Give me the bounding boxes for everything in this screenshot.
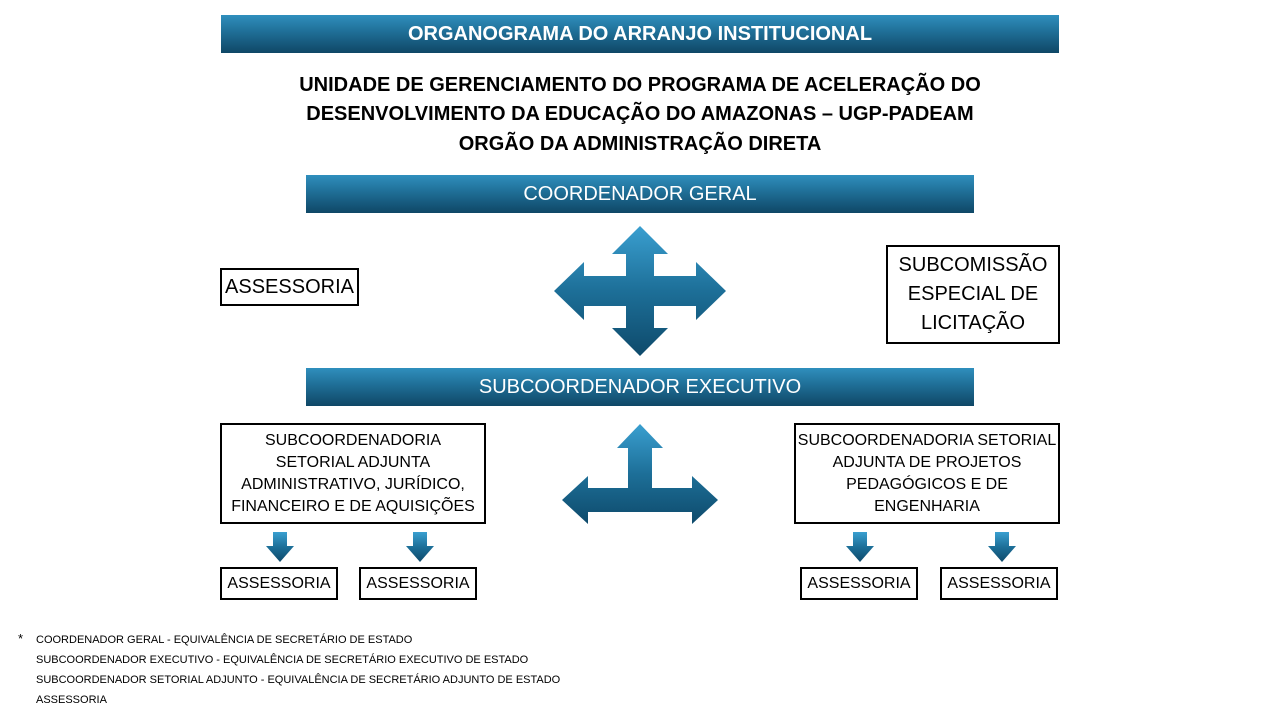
title-text: ORGANOGRAMA DO ARRANJO INSTITUCIONAL [407,22,873,45]
tri-arrow-icon [562,424,718,524]
down-arrow-icon [988,532,1016,562]
heading-line-3: ORGÃO DA ADMINISTRAÇÃO DIRETA [458,133,822,155]
down-arrow-icon [406,532,434,562]
subcoord-right-line-3: PEDAGÓGICOS E DE [846,475,1008,493]
footnotes: COORDENADOR GERAL - EQUIVALÊNCIA DE SECR… [36,630,560,710]
subcomissao-line-3: LICITAÇÃO [920,312,1026,334]
subcoord-left-line-3: ADMINISTRATIVO, JURÍDICO, [241,475,465,493]
assessoria-box-top: ASSESSORIA [220,268,359,306]
footnote-line: ASSESSORIA [36,694,107,706]
down-arrow-icon [846,532,874,562]
assessoria-label: ASSESSORIA [366,574,470,592]
assessoria-box: ASSESSORIA [940,567,1058,600]
down-arrow-icon [266,532,294,562]
subcoord-right-line-1: SUBCOORDENADORIA SETORIAL [797,431,1057,449]
subcoordenador-executivo-bar: SUBCOORDENADOR EXECUTIVO [306,368,974,406]
title-bar: ORGANOGRAMA DO ARRANJO INSTITUCIONAL [221,15,1059,53]
assessoria-label: ASSESSORIA [947,574,1051,592]
assessoria-label: ASSESSORIA [807,574,911,592]
coordenador-geral-bar: COORDENADOR GERAL [306,175,974,213]
heading-line-2: DESENVOLVIMENTO DA EDUCAÇÃO DO AMAZONAS … [306,103,974,125]
footnote-line: SUBCOORDENADOR SETORIAL ADJUNTO - EQUIVA… [36,674,561,686]
subcoord-right-line-2: ADJUNTA DE PROJETOS [832,453,1022,471]
assessoria-top-label: ASSESSORIA [225,275,354,298]
subcomissao-line-1: SUBCOMISSÃO [898,254,1048,276]
footnote-star: * [18,631,24,646]
coordenador-geral-label: COORDENADOR GERAL [523,182,757,205]
subcoord-left-line-2: SETORIAL ADJUNTA [275,453,431,471]
subcomissao-line-2: ESPECIAL DE [907,283,1039,305]
assessoria-label: ASSESSORIA [227,574,331,592]
subcoordenadoria-projetos-box: SUBCOORDENADORIA SETORIAL ADJUNTA DE PRO… [794,423,1060,524]
subcoordenadoria-admin-box: SUBCOORDENADORIA SETORIAL ADJUNTA ADMINI… [220,423,486,524]
footnote-line: COORDENADOR GERAL - EQUIVALÊNCIA DE SECR… [36,634,413,646]
assessoria-box: ASSESSORIA [359,567,477,600]
assessoria-box: ASSESSORIA [220,567,338,600]
footnote-line: SUBCOORDENADOR EXECUTIVO - EQUIVALÊNCIA … [36,654,529,666]
subcoord-left-line-1: SUBCOORDENADORIA [264,431,442,449]
subcomissao-box: SUBCOMISSÃO ESPECIAL DE LICITAÇÃO [886,245,1060,344]
subcoord-right-line-4: ENGENHARIA [874,497,980,515]
quad-arrow-icon [554,226,726,356]
assessoria-box: ASSESSORIA [800,567,918,600]
subcoord-left-line-4: FINANCEIRO E DE AQUISIÇÕES [231,497,475,515]
heading-line-1: UNIDADE DE GERENCIAMENTO DO PROGRAMA DE … [299,74,981,96]
subcoordenador-executivo-label: SUBCOORDENADOR EXECUTIVO [478,375,802,398]
